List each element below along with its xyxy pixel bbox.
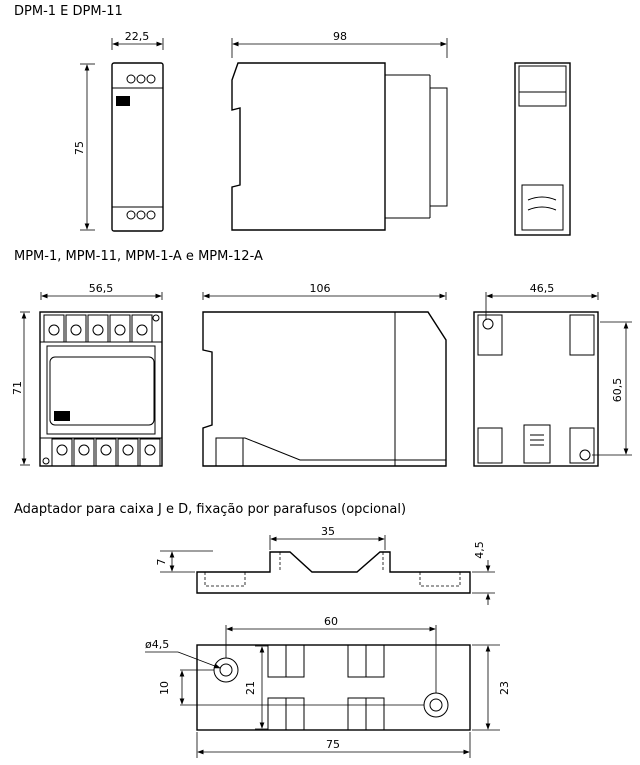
dim-adapter-length: 75	[196, 732, 471, 758]
dim-mpm-depth: 106	[202, 282, 447, 300]
svg-text:10: 10	[158, 681, 171, 695]
dim-mpm-width: 56,5	[40, 282, 163, 300]
dpm-side-view	[231, 62, 448, 231]
dim-mpm-back-height: 60,5	[592, 321, 632, 456]
dim-adapter-height: 23	[472, 644, 511, 731]
svg-text:75: 75	[73, 141, 86, 155]
mpm-back-view	[473, 311, 599, 467]
adapter-side-view	[196, 551, 471, 594]
svg-text:21: 21	[244, 681, 257, 695]
svg-text:106: 106	[310, 282, 331, 295]
dim-adapter-hole-dia: ø4,5	[145, 638, 221, 669]
dpm-front-view	[111, 62, 164, 232]
mpm-side-view	[202, 311, 447, 467]
terminal-blocks-bottom	[42, 438, 161, 467]
svg-text:56,5: 56,5	[89, 282, 114, 295]
terminal-screws-bottom	[126, 210, 156, 220]
terminal-blocks-top	[43, 314, 160, 343]
dpm-end-view	[514, 62, 571, 236]
section-title-dpm: DPM-1 E DPM-11	[14, 4, 123, 19]
svg-text:46,5: 46,5	[530, 282, 555, 295]
dim-adapter-left: 7	[155, 550, 213, 573]
mpm-front-view	[39, 311, 163, 467]
dim-adapter-right: 4,5	[472, 541, 495, 605]
svg-text:4,5: 4,5	[473, 541, 486, 559]
svg-text:60: 60	[324, 615, 338, 628]
dim-adapter-offset: 10	[158, 670, 185, 705]
terminal-screws-top	[126, 74, 156, 84]
svg-text:7: 7	[155, 559, 168, 566]
svg-text:22,5: 22,5	[125, 30, 150, 43]
svg-text:ø4,5: ø4,5	[145, 638, 169, 651]
dim-dpm-height: 75	[73, 63, 95, 231]
dim-mpm-back-width: 46,5	[485, 282, 599, 320]
adapter-top-view	[180, 644, 471, 731]
svg-text:71: 71	[11, 381, 24, 395]
svg-text:23: 23	[498, 681, 511, 695]
dim-dpm-width: 22,5	[111, 30, 164, 50]
dim-adapter-inner: 21	[244, 645, 268, 730]
logo-mark	[54, 411, 70, 421]
svg-text:60,5: 60,5	[611, 378, 624, 403]
section-title-adapter: Adaptador para caixa J e D, fixação por …	[14, 502, 407, 517]
svg-text:98: 98	[333, 30, 347, 43]
svg-text:35: 35	[321, 525, 335, 538]
dim-mpm-height: 71	[11, 311, 30, 466]
svg-text:75: 75	[326, 738, 340, 751]
dim-dpm-depth: 98	[231, 30, 448, 58]
dim-adapter-holes: 60	[225, 615, 437, 693]
section-title-mpm: MPM-1, MPM-11, MPM-1-A e MPM-12-A	[14, 249, 263, 264]
dim-adapter-top: 35	[269, 525, 386, 550]
logo-mark	[116, 96, 130, 106]
